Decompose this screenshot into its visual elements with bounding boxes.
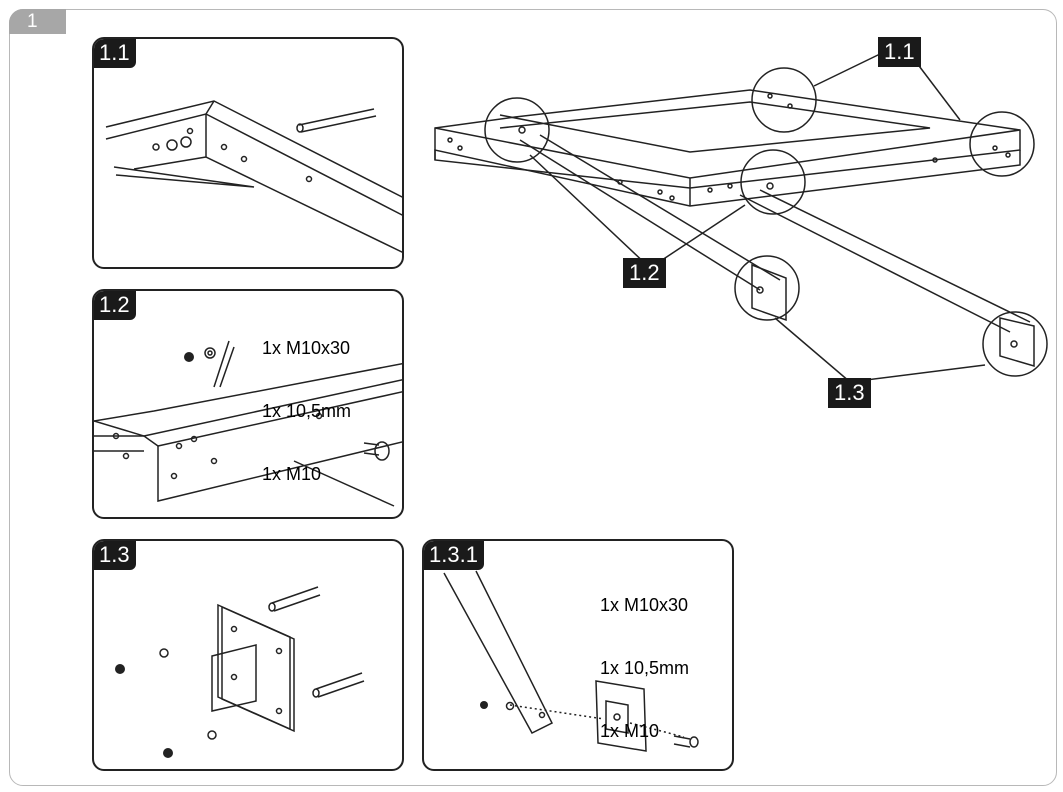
callout-label-top: 1.1 bbox=[878, 37, 921, 67]
part-washer: 1x 10,5mm bbox=[600, 658, 690, 678]
part-bolt: 1x M10x30 bbox=[262, 338, 351, 358]
detail-panel-1-2: 1.2 1x M10x30 1x 10,5mm 1x M10 bbox=[92, 289, 404, 519]
leg-plate-illustration bbox=[443, 570, 699, 752]
part-nut: 1x M10 bbox=[600, 721, 660, 741]
mounting-plate-illustration bbox=[115, 586, 365, 758]
detail-panel-1-1: 1.1 bbox=[92, 37, 404, 269]
part-washer: 1x 10,5mm bbox=[262, 401, 352, 421]
panel-label: 1.1 bbox=[94, 39, 136, 68]
parts-list: 1x M10x30 1x 10,5mm 1x M10 bbox=[262, 296, 352, 517]
part-bolt: 1x M10x30 bbox=[600, 595, 689, 615]
callout-label-bottom: 1.3 bbox=[828, 378, 871, 408]
step-number-tab: 1 bbox=[9, 9, 66, 34]
detail-panel-1-3-1: 1.3.1 1x M10x30 1x 10,5mm 1x M10 bbox=[422, 539, 734, 771]
frame-overview-illustration bbox=[434, 53, 1048, 383]
panel-label: 1.3.1 bbox=[424, 541, 484, 570]
panel-label: 1.2 bbox=[94, 291, 136, 320]
parts-list: 1x M10x30 1x 10,5mm 1x M10 bbox=[600, 553, 690, 769]
frame-corner-illustration bbox=[105, 100, 402, 253]
detail-panel-1-3: 1.3 bbox=[92, 539, 404, 771]
panel-label: 1.3 bbox=[94, 541, 136, 570]
callout-label-mid: 1.2 bbox=[623, 258, 666, 288]
bolt-assembly-illustration bbox=[94, 340, 402, 507]
part-nut: 1x M10 bbox=[262, 464, 322, 484]
